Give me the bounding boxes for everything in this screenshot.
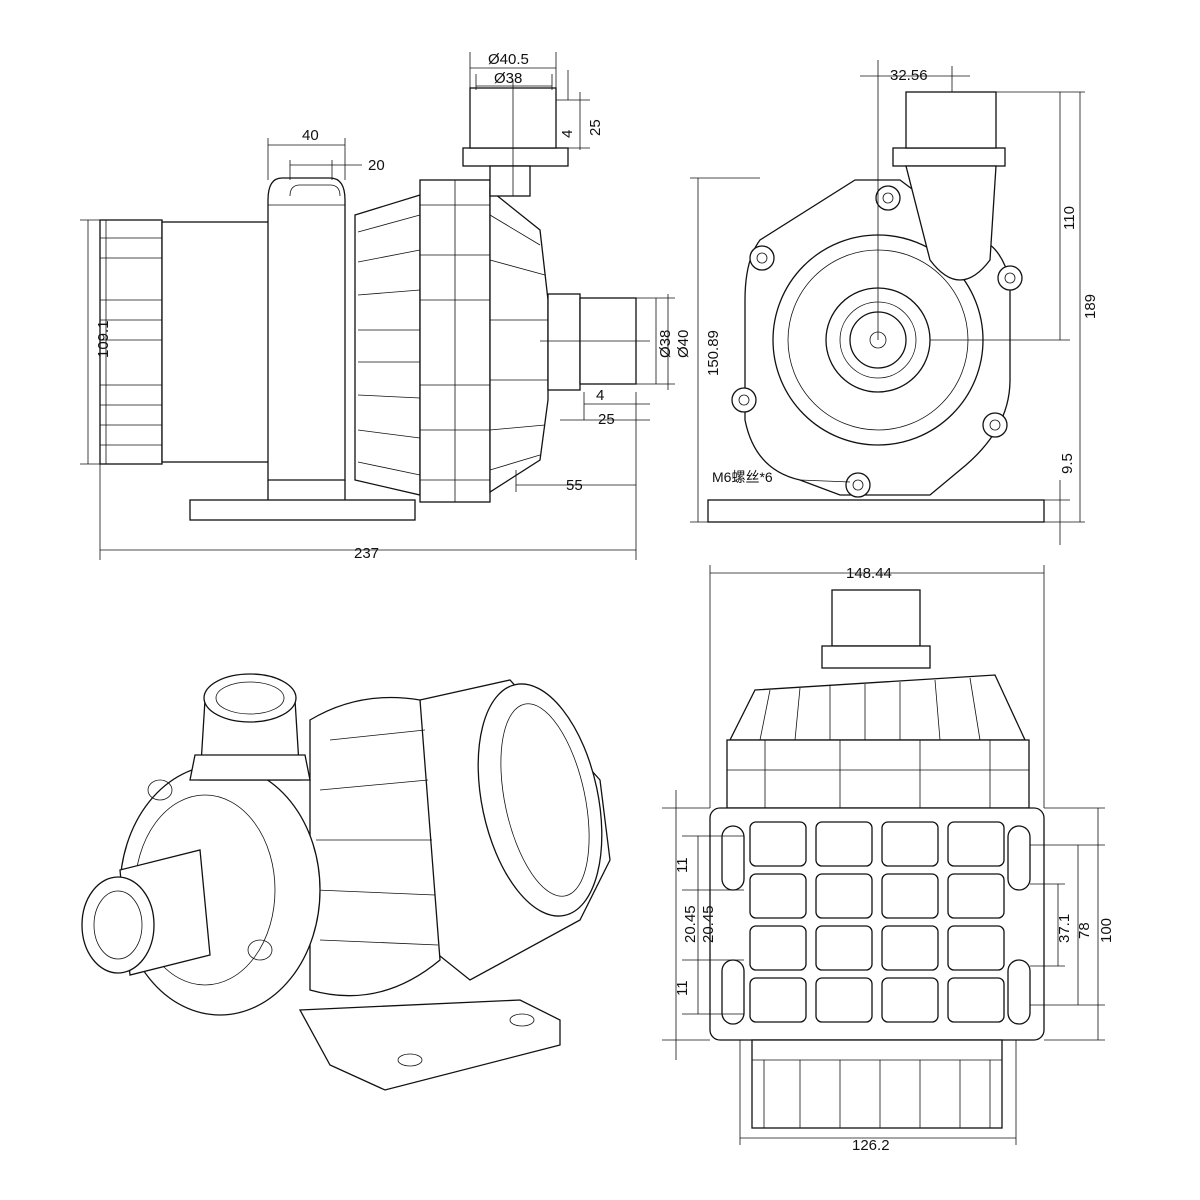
dim-slot-11-bottom: 11 [674,980,691,996]
dim-slot-20-a: 20.45 [682,905,699,943]
screw-note: M6螺丝*6 [712,469,773,485]
motor-rear-cap [99,219,163,465]
pump-foot [267,177,346,481]
dim-width-126: 126.2 [852,1137,890,1154]
top-outlet-hex [821,645,931,669]
volute-ribs [354,194,421,496]
inlet-hex [547,293,581,391]
bolt-lugs [731,185,1023,498]
pump-head [489,188,549,494]
top-outlet-pipe [831,589,921,647]
dim-h150: 150.89 [705,330,722,376]
iso-view [81,673,611,1091]
dim-foot-40: 40 [302,127,319,144]
iso-outlet-rim [203,673,297,723]
iso-outlet-hex [189,754,311,781]
dim-width-148: 148.44 [846,565,892,582]
front-base-plate [707,499,1045,523]
dim-motor-109: 109.1 [95,320,112,358]
dim-foot-20: 20 [368,157,385,174]
dim-inlet-25: 25 [598,411,615,428]
top-view: 148.44 126.2 11 20.45 20.45 11 37.1 78 1… [662,565,1115,1154]
top-rear-cap [751,1039,1003,1129]
dim-slot-20-b: 20.45 [700,905,717,943]
dim-100: 100 [1098,918,1115,943]
base-plate [189,499,416,521]
top-base-plate [709,807,1045,1041]
dim-inlet-id: Ø38 [657,330,674,358]
outlet-neck [489,165,531,197]
top-volute-flange [726,739,1030,809]
dim-outlet-id: Ø38 [494,70,522,87]
dim-78: 78 [1076,922,1093,939]
front-outlet-neck [905,165,997,281]
side-view: Ø40.5 Ø38 4 25 40 20 109.1 Ø38 Ø40 4 25 … [80,51,692,562]
outlet-hex [462,147,569,167]
iso-base-plate [298,999,561,1091]
dim-inlet-4: 4 [596,387,604,404]
dim-h189: 189 [1082,294,1099,319]
dim-offset-32: 32.56 [890,67,928,84]
front-outlet-pipe [905,91,997,149]
dim-inlet-55: 55 [566,477,583,494]
front-view: 32.56 110 189 150.89 9.5 M6螺丝*6 [690,60,1099,545]
dim-37-1: 37.1 [1056,914,1073,943]
dim-h9-5: 9.5 [1059,453,1076,474]
dim-inlet-od: Ø40 [675,330,692,358]
front-outlet-hex [892,147,1006,167]
top-volute-ribs [728,674,1027,741]
rib-grid [749,821,1005,1023]
dim-h110: 110 [1061,206,1078,230]
dim-outlet-4: 4 [559,130,576,138]
iso-motor-cap [477,683,603,917]
dim-overall-237: 237 [354,545,379,562]
iso-inlet-rim [81,876,155,974]
dim-outlet-25: 25 [587,119,604,136]
dim-outlet-od: Ø40.5 [488,51,529,68]
iso-volute-ribs [309,696,441,997]
dim-slot-11-top: 11 [674,857,691,873]
motor-body [161,221,273,463]
